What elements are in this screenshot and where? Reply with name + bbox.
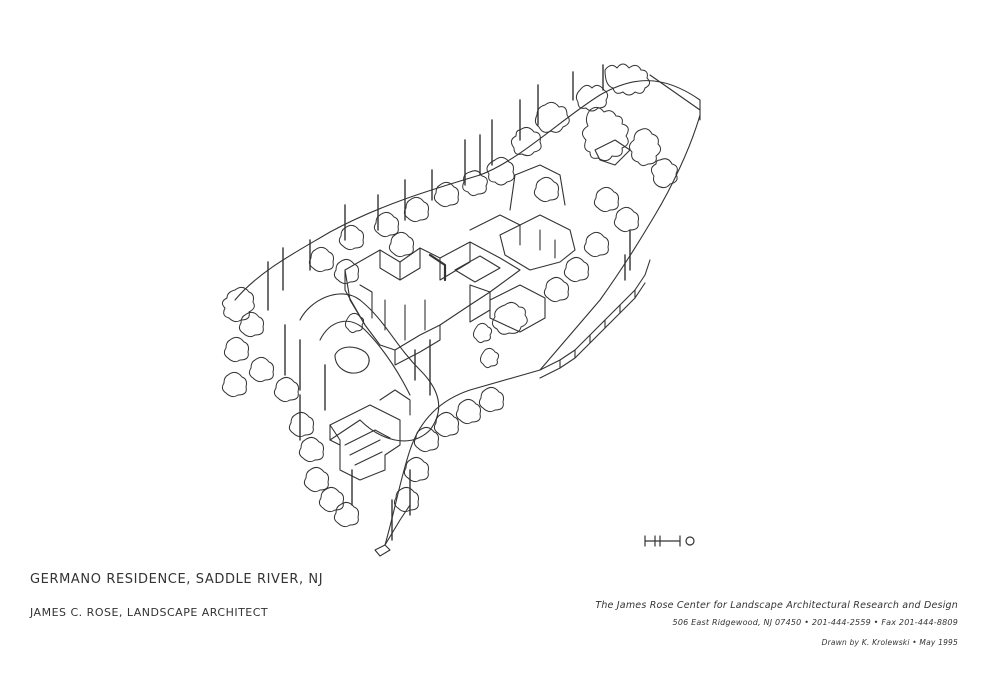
driveway-edge [384, 114, 701, 546]
house-massing [344, 241, 521, 366]
walkway-bottom [374, 544, 391, 557]
north-arrow-icon [644, 535, 695, 547]
drawn-by-credit: Drawn by K. Krolewski • May 1995 [821, 638, 958, 647]
organization-name: The James Rose Center for Landscape Arch… [595, 600, 958, 611]
tree-trunks [267, 64, 631, 541]
lower-terrace [329, 389, 411, 481]
planter-left [334, 346, 370, 374]
organization-address: 506 East Ridgewood, NJ 07450 • 201-444-2… [672, 618, 958, 627]
architect-credit: JAMES C. ROSE, LANDSCAPE ARCHITECT [30, 606, 269, 619]
lawn-curve [299, 293, 440, 442]
garden-wall-hook [594, 139, 631, 166]
terrace-walls [469, 214, 576, 333]
retaining-wall [539, 259, 651, 371]
tree-canopies [221, 63, 678, 528]
project-title: GERMANO RESIDENCE, SADDLE RIVER, NJ [30, 572, 324, 587]
